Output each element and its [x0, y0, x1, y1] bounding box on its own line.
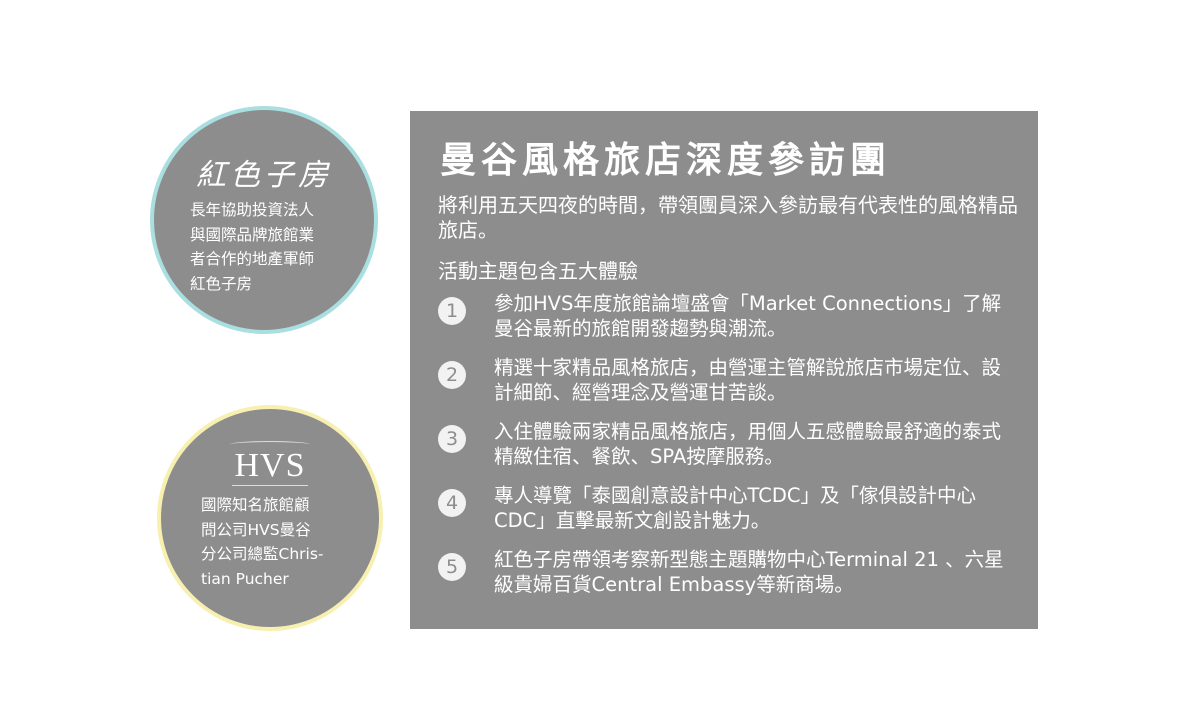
experience-list: 1 參加HVS年度旅館論壇盛會「Market Connections」了解曼谷最新… — [438, 291, 1028, 611]
panel-title: 曼谷風格旅店深度參訪團 — [440, 140, 892, 181]
logo-arc — [230, 441, 310, 448]
desc-line: 長年協助投資法人 — [190, 201, 315, 219]
partner-hvs-circle: HVS 國際知名旅館顧 問公司HVS曼谷 分公司總監Chris- tian Pu… — [157, 405, 383, 631]
number-badge: 4 — [438, 489, 466, 517]
item-text: 紅色子房帶領考察新型態主題購物中心Terminal 21 、六星級貴婦百貨Cen… — [494, 548, 1004, 596]
desc-line: 者合作的地產軍師 — [190, 250, 315, 268]
redroom-description: 長年協助投資法人 與國際品牌旅館業 者合作的地產軍師 紅色子房 — [190, 198, 314, 296]
desc-line: tian Pucher — [201, 569, 289, 588]
desc-line: 分公司總監Chris- — [201, 545, 324, 563]
logo-underline — [232, 485, 308, 486]
theme-heading: 活動主題包含五大體驗 — [438, 259, 638, 283]
list-item: 4 專人導覽「泰國創意設計中心TCDC」及「傢俱設計中心 CDC」直擊最新文創設計… — [438, 483, 1028, 547]
desc-line: 與國際品牌旅館業 — [190, 225, 315, 244]
list-item: 3 入住體驗兩家精品風格旅店，用個人五感體驗最舒適的泰式精緻住宿、餐飲、SPA按摩… — [438, 419, 1028, 483]
item-text: 參加HVS年度旅館論壇盛會「Market Connections」了解曼谷最新的… — [494, 292, 1002, 340]
hvs-logo-text: HVS — [234, 447, 306, 484]
item-text: 專人導覽「泰國創意設計中心TCDC」及「傢俱設計中心 CDC」直擊最新文創設計魅… — [494, 484, 977, 532]
item-text: 入住體驗兩家精品風格旅店，用個人五感體驗最舒適的泰式精緻住宿、餐飲、SPA按摩服… — [494, 420, 1002, 468]
item-text: 精選十家精品風格旅店，由營運主管解說旅店市場定位、設計細節、經營理念及營運甘苦談… — [494, 356, 1002, 404]
list-item: 1 參加HVS年度旅館論壇盛會「Market Connections」了解曼谷最新… — [438, 291, 1028, 355]
panel-intro: 將利用五天四夜的時間，帶領團員深入參訪最有代表性的風格精品旅店。 — [438, 193, 1018, 242]
partner-redroom-circle: 紅色子房 長年協助投資法人 與國際品牌旅館業 者合作的地產軍師 紅色子房 — [150, 106, 378, 334]
hvs-description: 國際知名旅館顧 問公司HVS曼谷 分公司總監Chris- tian Pucher — [201, 493, 324, 591]
redroom-logo: 紅色子房 — [196, 158, 332, 193]
hvs-logo: HVS — [161, 441, 379, 486]
desc-line: 紅色子房 — [190, 274, 253, 293]
desc-line: 問公司HVS曼谷 — [201, 520, 311, 539]
number-badge: 3 — [438, 425, 466, 453]
list-item: 5 紅色子房帶領考察新型態主題購物中心Terminal 21 、六星級貴婦百貨Ce… — [438, 547, 1028, 611]
tour-info-panel: 曼谷風格旅店深度參訪團 將利用五天四夜的時間，帶領團員深入參訪最有代表性的風格精… — [410, 111, 1038, 629]
number-badge: 2 — [438, 361, 466, 389]
list-item: 2 精選十家精品風格旅店，由營運主管解說旅店市場定位、設計細節、經營理念及營運甘苦… — [438, 355, 1028, 419]
number-badge: 5 — [438, 553, 466, 581]
number-badge: 1 — [438, 297, 466, 325]
desc-line: 國際知名旅館顧 — [201, 496, 310, 514]
